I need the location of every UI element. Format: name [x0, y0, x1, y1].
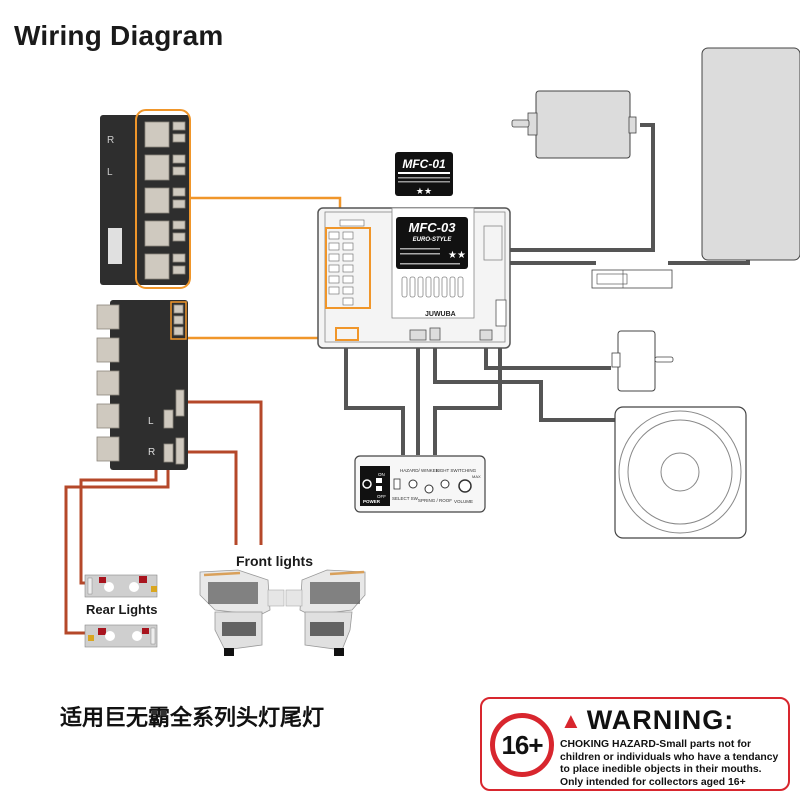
- panel-off: OFF: [377, 494, 386, 499]
- battery-pack: [701, 47, 800, 261]
- gray-wire-battery: [510, 260, 750, 265]
- panel-spring: SPRING / ROOF: [418, 498, 452, 503]
- warning-heading: ▲ WARNING:: [560, 705, 734, 736]
- light-module-bottom: L R: [96, 300, 188, 470]
- panel-on: ON: [378, 472, 385, 477]
- svg-text:★★: ★★: [448, 250, 466, 261]
- side-label-l2: L: [148, 416, 154, 427]
- front-light-left: [199, 569, 285, 656]
- mfc03-sub-label: EURO-STYLE: [413, 237, 453, 243]
- mfc03-label: MFC-03: [409, 220, 457, 235]
- chinese-caption: 适用巨无霸全系列头灯尾灯: [60, 706, 325, 731]
- gray-wire-speaker: [433, 340, 615, 422]
- mfc03-unit: MFC-03 EURO-STYLE ★★ JUWUBA: [317, 207, 511, 349]
- warning-body: CHOKING HAZARD-Small parts not for child…: [560, 739, 779, 788]
- control-panel: ON OFF POWER HAZARD/ WINKER LIGHT SWITCH…: [354, 455, 486, 513]
- gray-wire-ctrl-c: [433, 340, 502, 455]
- panel-light: LIGHT SWITCHING: [436, 468, 477, 473]
- warning-box: 16+ ▲ WARNING: CHOKING HAZARD-Small part…: [480, 697, 790, 791]
- mfc01-badge: MFC-01 ★★: [395, 152, 453, 196]
- panel-power: POWER: [363, 499, 381, 504]
- svg-text:★★: ★★: [416, 186, 432, 196]
- panel-select: SELECT SW.: [392, 496, 419, 501]
- panel-max: MAX: [472, 474, 481, 479]
- brand-label: JUWUBA: [425, 311, 456, 318]
- rear-lights-label: Rear Lights: [86, 602, 158, 617]
- age-badge: 16+: [490, 713, 554, 777]
- page-title: Wiring Diagram: [14, 20, 224, 51]
- side-label-l: L: [107, 167, 113, 178]
- gray-wire-small-motor: [484, 340, 611, 370]
- side-label-r: R: [107, 135, 114, 146]
- red-wire-front-left: [178, 450, 238, 545]
- red-wire-rear-bottom: [64, 457, 170, 635]
- rear-light-board-top: [84, 574, 158, 598]
- motor-small: [611, 330, 674, 392]
- red-wire-front-right: [178, 400, 263, 545]
- gray-wire-motor: [510, 123, 655, 252]
- gray-wire-ctrl-a: [344, 340, 405, 455]
- warning-heading-text: WARNING:: [586, 705, 735, 735]
- side-label-r2: R: [148, 447, 155, 458]
- speaker: [614, 406, 747, 539]
- orange-wire-top: [183, 196, 342, 228]
- front-light-right: [285, 569, 366, 656]
- rear-light-board-bottom: [84, 624, 158, 648]
- light-module-top: R L: [100, 109, 191, 289]
- battery-connector: [591, 269, 673, 289]
- motor-large: [511, 90, 637, 159]
- warning-triangle-icon: ▲: [560, 707, 583, 733]
- panel-volume: VOLUME: [454, 499, 473, 504]
- front-lights-label: Front lights: [236, 553, 313, 569]
- mfc01-label: MFC-01: [402, 157, 446, 171]
- panel-hazard: HAZARD/ WINKER: [400, 468, 440, 473]
